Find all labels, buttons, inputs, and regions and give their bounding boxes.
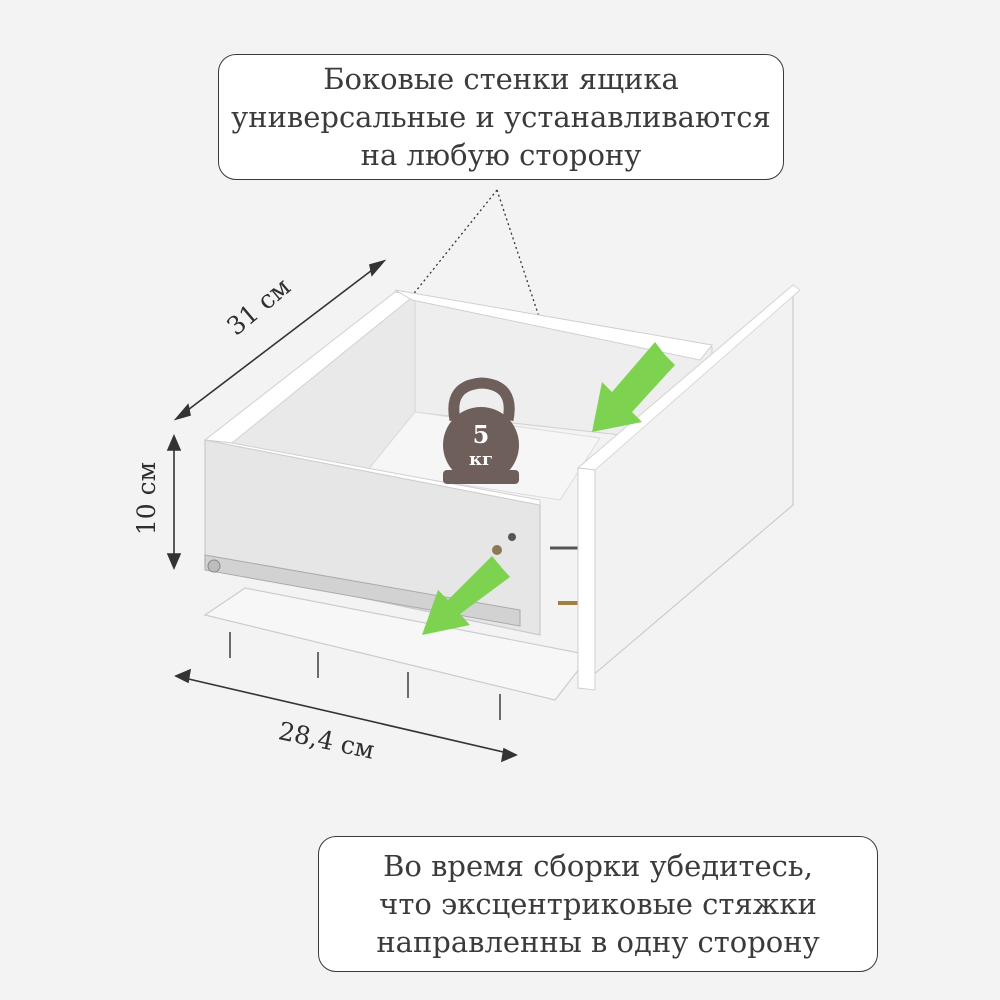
- callout-assembly-note: Во время сборки убедитесь, что эксцентри…: [318, 836, 878, 972]
- callout-side-walls: Боковые стенки ящика универсальные и уст…: [218, 54, 784, 180]
- dimension-lines: [166, 259, 518, 763]
- callout-line: универсальные и устанавливаются: [231, 100, 771, 134]
- weight-value: 5: [472, 420, 490, 449]
- callout-line: на любую сторону: [360, 138, 642, 172]
- callout-line: что эксцентриковые стяжки: [379, 887, 817, 921]
- kettlebell-icon: [443, 377, 519, 484]
- arrow-icon: [422, 342, 675, 635]
- dimension-height-label: 10 см: [132, 461, 162, 536]
- drawer-body: [203, 283, 801, 720]
- callout-line: Боковые стенки ящика: [323, 62, 679, 96]
- weight-unit: кг: [468, 449, 494, 470]
- callout-line: направленны в одну сторону: [376, 925, 820, 959]
- callout-line: Во время сборки убедитесь,: [383, 849, 813, 883]
